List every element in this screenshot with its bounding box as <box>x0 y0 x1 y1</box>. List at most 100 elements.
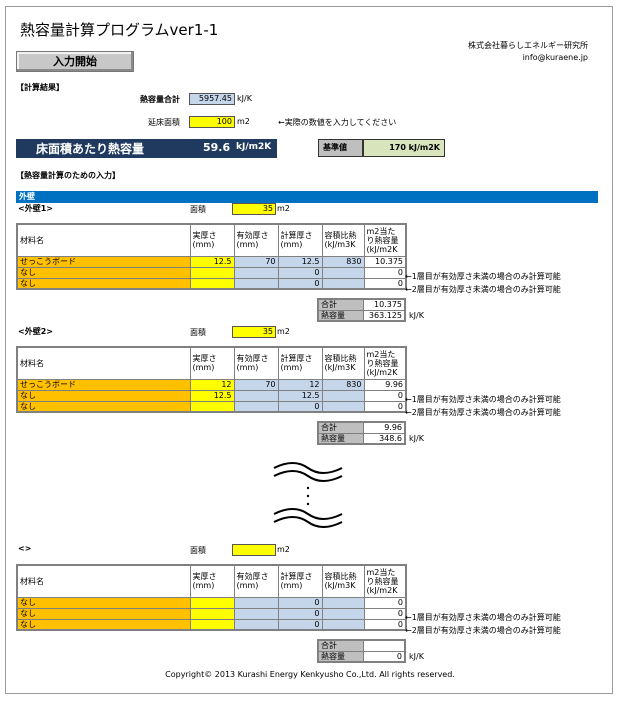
table-row: なし 0 0 <box>16 596 407 609</box>
header-specific: 容積比熱(kJ/m3K <box>321 223 365 257</box>
wall-area-input[interactable] <box>232 544 276 556</box>
total-label: 合計 <box>317 639 364 652</box>
actual-thickness-input[interactable] <box>189 596 235 609</box>
wall-area-unit: m2 <box>277 327 290 336</box>
per-area-value: 59.6 <box>203 141 231 154</box>
page-title: 熱容量計算プログラムver1-1 <box>20 21 219 39</box>
effective-thickness <box>233 607 279 620</box>
total-heat-label: 熱容量合計 <box>140 95 180 104</box>
material-select[interactable]: なし <box>16 266 191 279</box>
wall-material-table: 材料名 実厚さ(mm) 有効厚さ(mm) 計算厚さ(mm) 容積比熱(kJ/m3… <box>16 223 407 290</box>
wall-total-value: 10.375 <box>362 298 406 311</box>
table-row: なし 0 0 <box>16 618 407 631</box>
row3-note: ←2層目が有効厚さ未満の場合のみ計算可能 <box>405 626 561 635</box>
wall-name: <> <box>18 544 32 553</box>
actual-thickness-input[interactable] <box>189 400 235 413</box>
wall-area-label: 面積 <box>190 328 206 337</box>
calc-thickness: 12.5 <box>277 389 323 402</box>
actual-thickness-input[interactable]: 12.5 <box>189 255 235 268</box>
wall-area-input[interactable]: 35 <box>232 203 276 215</box>
actual-thickness-input[interactable] <box>189 266 235 279</box>
start-input-button[interactable]: 入力開始 <box>16 51 134 72</box>
wall-area-input[interactable]: 35 <box>232 326 276 338</box>
actual-thickness-input[interactable] <box>189 277 235 290</box>
wall-total-value <box>362 639 406 652</box>
header-calc: 計算厚さ(mm) <box>277 346 323 380</box>
wall-area-label: 面積 <box>190 546 206 555</box>
calc-thickness: 12 <box>277 378 323 391</box>
continuation-wave-icon <box>273 462 343 528</box>
company-email: info@kuraene.jp <box>522 53 588 62</box>
wall-name: <外壁1> <box>18 204 53 213</box>
specific-heat <box>321 596 365 609</box>
per-m2-heat: 0 <box>363 607 407 620</box>
per-m2-heat: 0 <box>363 618 407 631</box>
effective-thickness <box>233 596 279 609</box>
material-select[interactable]: なし <box>16 389 191 402</box>
table-row: せっこうボード 12.5 70 12.5 830 10.375 <box>16 255 407 268</box>
material-select[interactable]: なし <box>16 277 191 290</box>
calc-thickness: 0 <box>277 400 323 413</box>
per-m2-heat: 0 <box>363 400 407 413</box>
row2-note: ←1層目が有効厚さ未満の場合のみ計算可能 <box>405 613 561 622</box>
per-area-result-bar: 床面積あたり熱容量 59.6 kJ/m2K <box>16 139 277 158</box>
heat-capacity-label: 熱容量 <box>317 432 364 445</box>
header-material: 材料名 <box>16 564 191 598</box>
header-effective: 有効厚さ(mm) <box>233 346 279 380</box>
wall-summary-table: 合計 10.375 熱容量 363.125 <box>317 298 406 322</box>
floor-area-unit: m2 <box>237 117 250 126</box>
per-area-unit: kJ/m2K <box>236 142 272 152</box>
material-select[interactable]: なし <box>16 596 191 609</box>
copyright: Copyright© 2013 Kurashi Energy Kenkyusho… <box>165 670 455 679</box>
calc-thickness: 0 <box>277 607 323 620</box>
actual-thickness-input[interactable]: 12 <box>189 378 235 391</box>
actual-thickness-input[interactable]: 12.5 <box>189 389 235 402</box>
floor-area-note: ←実際の数値を入力してください <box>278 118 397 127</box>
wall-material-table: 材料名 実厚さ(mm) 有効厚さ(mm) 計算厚さ(mm) 容積比熱(kJ/m3… <box>16 346 407 413</box>
header-per-m2: m2当たり熱容量(kJ/m2K <box>363 564 407 598</box>
floor-area-label: 延床面積 <box>148 118 180 127</box>
specific-heat <box>321 389 365 402</box>
calc-thickness: 0 <box>277 277 323 290</box>
wall-heat-value: 0 <box>362 650 406 663</box>
total-heat-unit: kJ/K <box>237 94 252 103</box>
calc-thickness: 12.5 <box>277 255 323 268</box>
header-effective: 有効厚さ(mm) <box>233 223 279 257</box>
effective-thickness <box>233 400 279 413</box>
row2-note: ←1層目が有効厚さ未満の場合のみ計算可能 <box>405 395 561 404</box>
header-calc: 計算厚さ(mm) <box>277 223 323 257</box>
header-actual: 実厚さ(mm) <box>189 346 235 380</box>
total-label: 合計 <box>317 298 364 311</box>
calc-thickness: 0 <box>277 596 323 609</box>
header-specific: 容積比熱(kJ/m3K <box>321 346 365 380</box>
heat-unit: kJ/K <box>409 434 424 443</box>
company-info: 株式会社暮らしエネルギー研究所 info@kuraene.jp <box>440 40 588 64</box>
specific-heat <box>321 400 365 413</box>
material-select[interactable]: せっこうボード <box>16 378 191 391</box>
per-m2-heat: 0 <box>363 389 407 402</box>
specific-heat <box>321 266 365 279</box>
header-per-m2: m2当たり熱容量(kJ/m2K <box>363 346 407 380</box>
row3-note: ←2層目が有効厚さ未満の場合のみ計算可能 <box>405 408 561 417</box>
floor-area-input[interactable]: 100 <box>189 116 235 128</box>
material-select[interactable]: なし <box>16 607 191 620</box>
total-label: 合計 <box>317 421 364 434</box>
input-section-label: 【熱容量計算のための入力】 <box>16 171 120 180</box>
actual-thickness-input[interactable] <box>189 607 235 620</box>
header-material: 材料名 <box>16 223 191 257</box>
material-select[interactable]: なし <box>16 400 191 413</box>
table-row: なし 12.5 12.5 0 <box>16 389 407 402</box>
wall-area-unit: m2 <box>277 545 290 554</box>
specific-heat <box>321 618 365 631</box>
heat-capacity-label: 熱容量 <box>317 650 364 663</box>
per-m2-heat: 10.375 <box>363 255 407 268</box>
heat-capacity-label: 熱容量 <box>317 309 364 322</box>
actual-thickness-input[interactable] <box>189 618 235 631</box>
material-select[interactable]: せっこうボード <box>16 255 191 268</box>
material-select[interactable]: なし <box>16 618 191 631</box>
table-row: なし 0 0 <box>16 400 407 413</box>
results-section-label: 【計算結果】 <box>16 83 64 92</box>
effective-thickness <box>233 277 279 290</box>
company-name: 株式会社暮らしエネルギー研究所 <box>468 41 588 50</box>
header-per-m2: m2当たり熱容量(kJ/m2K <box>363 223 407 257</box>
